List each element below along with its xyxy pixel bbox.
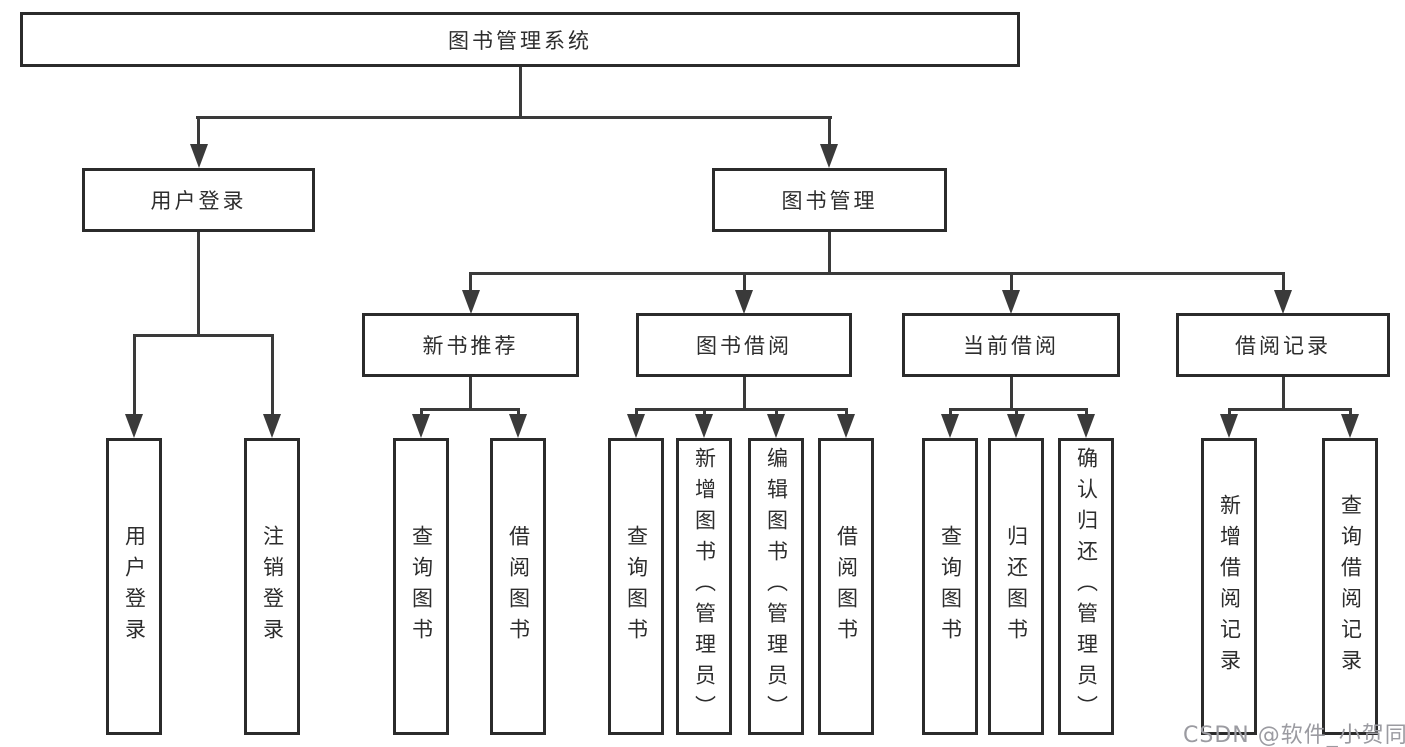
- connector-line: [197, 116, 200, 148]
- connector-line: [420, 408, 520, 411]
- leaf-borrow-edit-books-admin: 编辑图书（管理员）: [748, 438, 804, 735]
- node-borrow-records: 借阅记录: [1176, 313, 1390, 377]
- connector-line: [1228, 408, 1231, 418]
- arrowhead-down: [1007, 414, 1025, 438]
- arrowhead-down: [627, 414, 645, 438]
- leaf-current-query-books: 查询图书: [922, 438, 978, 735]
- connector-line: [420, 408, 423, 418]
- node-root: 图书管理系统: [20, 12, 1020, 67]
- leaf-borrow-add-books-admin: 新增图书（管理员）: [676, 438, 732, 735]
- arrowhead-down: [941, 414, 959, 438]
- arrowhead-down: [1077, 414, 1095, 438]
- connector-line: [743, 272, 746, 292]
- connector-line: [1349, 408, 1352, 418]
- arrowhead-down: [190, 144, 208, 168]
- connector-line: [469, 272, 472, 292]
- arrowhead-down: [837, 414, 855, 438]
- connector-line: [1282, 272, 1285, 292]
- arrowhead-down: [820, 144, 838, 168]
- connector-line: [949, 408, 952, 418]
- connector-line: [1010, 272, 1013, 292]
- arrowhead-down: [767, 414, 785, 438]
- leaf-borrow-query-books: 查询图书: [608, 438, 664, 735]
- connector-line: [845, 408, 848, 418]
- arrowhead-down: [462, 290, 480, 314]
- connector-line: [133, 334, 274, 337]
- connector-line: [197, 232, 200, 336]
- leaf-logout: 注销登录: [244, 438, 300, 735]
- connector-line: [635, 408, 848, 411]
- connector-line: [1085, 408, 1088, 418]
- connector-line: [775, 408, 778, 418]
- connector-line: [703, 408, 706, 418]
- arrowhead-down: [735, 290, 753, 314]
- connector-line: [196, 116, 832, 119]
- connector-line: [828, 116, 831, 148]
- connector-line: [635, 408, 638, 418]
- connector-line: [1010, 377, 1013, 411]
- node-book-management: 图书管理: [712, 168, 947, 232]
- arrowhead-down: [1274, 290, 1292, 314]
- leaf-records-query-record: 查询借阅记录: [1322, 438, 1378, 735]
- connector-line: [1015, 408, 1018, 418]
- leaf-recommend-borrow-books: 借阅图书: [490, 438, 546, 735]
- connector-line: [949, 408, 1088, 411]
- connector-line: [828, 232, 831, 274]
- arrowhead-down: [412, 414, 430, 438]
- node-current-borrow: 当前借阅: [902, 313, 1120, 377]
- node-user-login: 用户登录: [82, 168, 315, 232]
- arrowhead-down: [125, 414, 143, 438]
- connector-line: [1228, 408, 1351, 411]
- arrowhead-down: [1341, 414, 1359, 438]
- connector-line: [1282, 377, 1285, 411]
- arrowhead-down: [509, 414, 527, 438]
- connector-line: [133, 334, 136, 414]
- connector-line: [271, 334, 274, 414]
- connector-line: [469, 272, 1285, 275]
- leaf-current-confirm-return-admin: 确认归还（管理员）: [1058, 438, 1114, 735]
- node-new-book-recommend: 新书推荐: [362, 313, 579, 377]
- arrowhead-down: [695, 414, 713, 438]
- csdn-watermark: CSDN @软件_小贺同学: [1183, 723, 1405, 747]
- leaf-current-return-books: 归还图书: [988, 438, 1044, 735]
- arrowhead-down: [1002, 290, 1020, 314]
- leaf-records-add-record: 新增借阅记录: [1201, 438, 1257, 735]
- leaf-user-login: 用户登录: [106, 438, 162, 735]
- arrowhead-down: [1220, 414, 1238, 438]
- node-book-borrow: 图书借阅: [636, 313, 852, 377]
- arrowhead-down: [263, 414, 281, 438]
- leaf-recommend-query-books: 查询图书: [393, 438, 449, 735]
- connector-line: [469, 377, 472, 411]
- connector-line: [519, 67, 522, 117]
- leaf-borrow-borrow-books: 借阅图书: [818, 438, 874, 735]
- connector-line: [517, 408, 520, 418]
- connector-line: [743, 377, 746, 411]
